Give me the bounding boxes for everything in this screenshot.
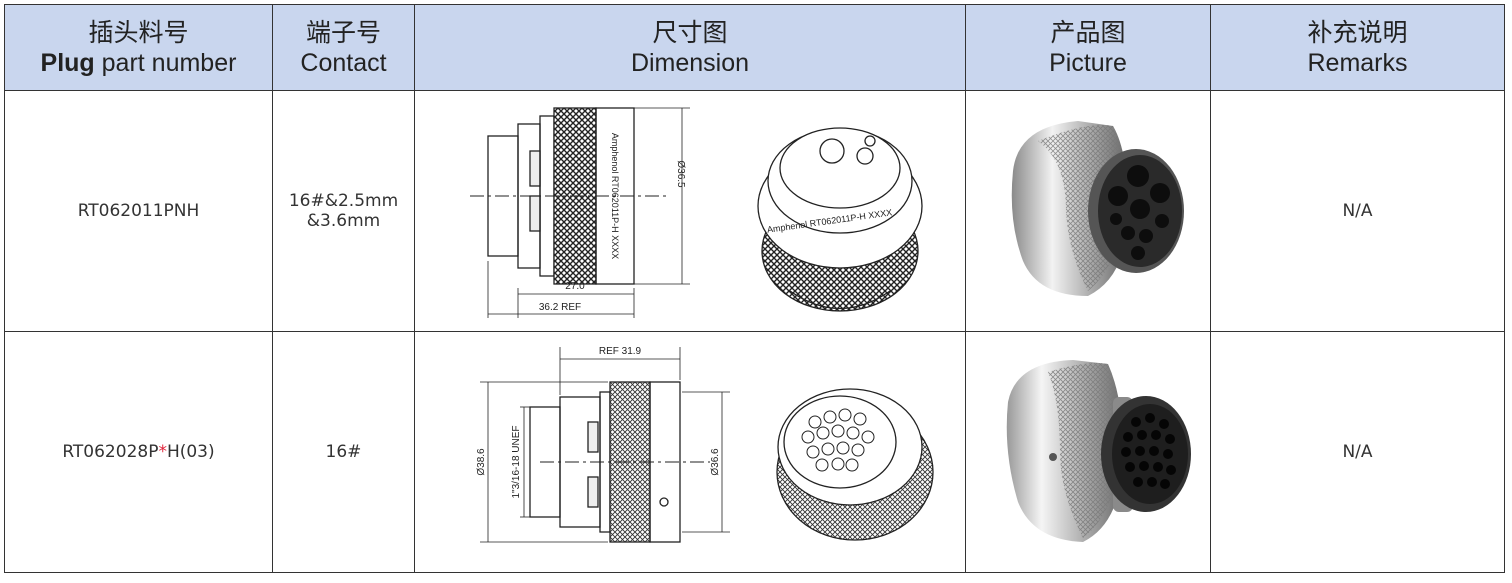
header-contact: 端子号 Contact [272,4,415,91]
header-zh: 尺寸图 [652,17,728,47]
part-number-cell: RT062028P*H(03) [4,331,273,573]
header-part-number: 插头料号 Plug part number [4,4,273,91]
header-row: 插头料号 Plug part number 端子号 Contact 尺寸图 Di… [4,4,1505,91]
dimension-cell: 27.0 36.2 REF Ø36.5 Amphenol RT062011P-H… [414,90,966,332]
remarks: N/A [1342,442,1373,462]
remarks: N/A [1342,201,1373,221]
header-remarks: 补充说明 Remarks [1210,4,1505,91]
dim-length: 27.0 [565,281,585,292]
part-number-star: * [158,442,167,462]
product-photo [1006,360,1191,542]
picture-cell [965,331,1211,573]
header-picture: 产品图 Picture [965,4,1211,91]
header-en: Contact [300,48,387,77]
header-en: Remarks [1307,48,1408,77]
picture-cell [965,90,1211,332]
contact: 16# [325,442,362,462]
dimension-cell: REF 31.9 Ø38.6 1"3/16-18 UNEF Ø36.6 [414,331,966,573]
dimension-drawing: 27.0 36.2 REF Ø36.5 Amphenol RT062011P-H… [470,107,923,318]
dim-diameter: Ø36.5 [675,160,686,188]
spec-table: 插头料号 Plug part number 端子号 Contact 尺寸图 Di… [4,4,1505,573]
part-number-prefix: RT062028P [62,442,159,462]
remarks-cell: N/A [1210,90,1505,332]
header-en: Dimension [630,48,750,77]
header-zh: 补充说明 [1307,17,1408,47]
header-en: part number [94,48,237,77]
contact-line: &3.6mm [306,211,381,231]
dim-thread: 1"3/16-18 UNEF [511,425,522,498]
header-dimension: 尺寸图 Dimension [414,4,966,91]
remarks-cell: N/A [1210,331,1505,573]
header-zh: 产品图 [1050,17,1126,47]
part-number: RT062011PNH [77,201,200,221]
dim-outer-diameter: Ø38.6 [476,448,487,476]
dimension-drawing: REF 31.9 Ø38.6 1"3/16-18 UNEF Ø36.6 [476,346,934,543]
part-number-suffix: H(03) [166,442,215,462]
part-number: RT062028P*H(03) [62,442,214,462]
table-row: RT062011PNH 16#&2.5mm &3.6mm [4,90,1505,332]
contact-cell: 16# [272,331,415,573]
header-zh: 端子号 [305,17,381,47]
side-marking: Amphenol RT062011P-H XXXX [610,133,620,259]
dim-inner-diameter: Ø36.6 [710,448,721,476]
part-number-cell: RT062011PNH [4,90,273,332]
contact-line: 16#&2.5mm [288,191,399,211]
contact-cell: 16#&2.5mm &3.6mm [272,90,415,332]
header-en: Picture [1049,48,1127,77]
header-zh: 插头料号 [88,17,189,47]
header-en-bold: Plug [40,48,95,77]
product-photo [1011,121,1184,296]
table-row: RT062028P*H(03) 16# [4,331,1505,573]
dim-length-ref: REF 31.9 [599,346,642,357]
dim-length-ref: 36.2 REF [539,302,581,313]
